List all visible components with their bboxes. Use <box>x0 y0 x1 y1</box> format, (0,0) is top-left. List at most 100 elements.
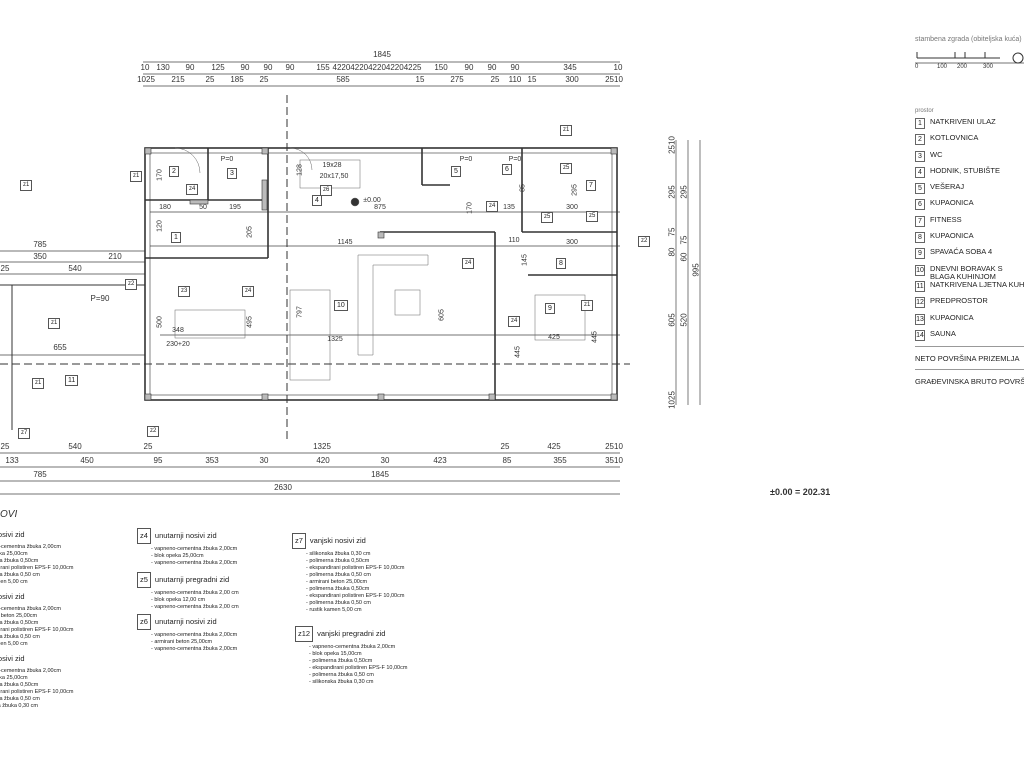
dimension-label: 520 <box>679 313 689 327</box>
walls-legend-heading: OVI <box>0 509 18 520</box>
dimension-label: 30 <box>259 456 269 465</box>
gross-area-label: GRAĐEVINSKA BRUTO POVRŠI <box>915 369 1024 392</box>
wall-type-tag: z5 <box>541 212 554 223</box>
wall-layer-item: - armirani beton 25,00cm <box>151 639 213 645</box>
wall-type-heading: i nosivi zid <box>0 652 73 666</box>
wall-layer-item: - polimerna žbuka 0,50 cm <box>309 672 374 678</box>
scale-tick-label: 100 <box>937 64 948 70</box>
wall-type-tag: z5 <box>560 163 573 174</box>
room-number-tag: 5 <box>451 166 461 177</box>
dimension-label: 585 <box>336 75 350 84</box>
dimension-label: 25 <box>490 75 500 84</box>
dimension-label: 19x28 <box>322 162 342 169</box>
dimension-label: 90 <box>185 63 195 72</box>
dimension-label: 2510 <box>605 442 623 451</box>
room-number-tag: 7 <box>586 180 596 191</box>
dimension-label: 295 <box>571 184 579 196</box>
dimension-label: 133 <box>5 456 19 465</box>
wall-type-tag: z4 <box>242 286 255 297</box>
wall-layer-item: - vapneno-cementna žbuka 2,00cm <box>309 644 396 650</box>
wall-layers-list: - silikonska žbuka 0,30 cm- polimerna žb… <box>306 551 404 614</box>
dimension-label: 90 <box>240 63 250 72</box>
dimension-label: 110 <box>508 75 522 84</box>
legend-room-name: NATKRIVENI ULAZ <box>930 117 996 126</box>
dimension-label: 785 <box>33 240 47 249</box>
dimension-label: 540 <box>68 442 82 451</box>
wall-layer-item: kamen 5,00 cm <box>0 641 28 647</box>
dimension-label: 300 <box>566 239 578 246</box>
dimension-lines <box>0 61 1024 495</box>
wall-type-tag: z4 <box>486 201 499 212</box>
wall-type-tag: z4 <box>508 316 521 327</box>
dimension-label: 185 <box>230 75 244 84</box>
wall-type-tag: z1 <box>20 180 33 191</box>
wall-type-title: unutarnji nosivi zid <box>154 617 217 626</box>
room-number-tag: 10 <box>334 300 348 311</box>
dimension-label: 15 <box>415 75 425 84</box>
wall-layer-item: - rustik kamen 5,00 cm <box>306 607 362 613</box>
dimension-label: 295 <box>667 185 677 199</box>
legend-room-name: KUPAONICA <box>930 231 974 241</box>
wall-type-tag: z7 <box>292 533 306 549</box>
wall-type-title: vanjski nosivi zid <box>309 536 366 545</box>
dimension-label: 445 <box>514 346 522 358</box>
legend-room-name: DNEVNI BORAVAK S BLAGA KUHINJOM <box>930 263 1003 281</box>
wall-type-title: i nosivi zid <box>0 530 25 539</box>
dimension-label: 1845 <box>373 50 391 59</box>
dimension-label: 15 <box>527 75 537 84</box>
legend-room-number: 7 <box>915 215 925 227</box>
scale-tick-label: 200 <box>957 64 968 70</box>
wall-layer-item: - ekspandirani polistiren EPS-F 10,00cm <box>306 565 405 571</box>
dimension-label: 875 <box>374 204 386 211</box>
legend-room-name: VEŠERAJ <box>930 182 965 192</box>
legend-caption: prostor <box>915 108 934 114</box>
wall-layer-item: - polimerna žbuka 0,50 cm <box>306 600 371 606</box>
legend-room-number: 5 <box>915 183 925 195</box>
wall-type-tag: z1 <box>130 171 143 182</box>
dimension-label: 95 <box>153 456 163 465</box>
dimension-label: 1025 <box>667 391 677 409</box>
dimension-label: 90 <box>487 63 497 72</box>
legend-room-number: 13 <box>915 313 925 325</box>
walls <box>0 147 618 430</box>
dimension-label: 350 <box>33 252 47 261</box>
room-number-tag: 6 <box>502 164 512 175</box>
wall-layer-item: - vapneno-cementna žbuka 2,00 cm <box>151 604 239 610</box>
dimension-label: 3510 <box>605 456 623 465</box>
wall-type-tag: z2 <box>638 236 651 247</box>
wall-type-heading: i nosivi zid <box>0 528 73 542</box>
dimension-label: 1145 <box>337 239 353 246</box>
dimension-label: 995 <box>691 263 701 277</box>
legend-room-number: 1 <box>915 118 925 129</box>
dimension-label: 2510 <box>667 136 677 154</box>
wall-type-block: i nosivi zideno-cementna žbuka 2,00cmope… <box>0 528 73 594</box>
wall-type-title: i nosivi zid <box>0 654 25 663</box>
dimension-label: 155 <box>316 63 330 72</box>
wall-layer-item: - polimerna žbuka 0,50cm <box>306 586 370 592</box>
wall-layer-item: - vapneno-cementna žbuka 2,00cm <box>151 546 238 552</box>
wall-layer-item: - vapneno-cementna žbuka 2,00cm <box>151 632 238 638</box>
dimension-label: 128 <box>296 164 304 176</box>
dimension-label: 300 <box>566 204 578 211</box>
wall-layer-item: andirani polistiren EPS-F 10,00cm <box>0 689 74 695</box>
dimension-label: 2510 <box>605 75 623 84</box>
scale-bar <box>916 52 1024 64</box>
dimension-label: 605 <box>667 313 677 327</box>
legend-room-name: SPAVAĆA SOBA 4 <box>930 247 993 257</box>
wall-layer-item: opeka 25,00cm <box>0 551 28 557</box>
dimension-label: P=0 <box>459 156 473 163</box>
dimension-label: 275 <box>450 75 464 84</box>
wall-layer-item: - polimerna žbuka 0,50 cm <box>306 572 371 578</box>
dimension-label: 60 <box>679 252 689 262</box>
wall-type-tag: z4 <box>186 184 199 195</box>
wall-type-tag: z4 <box>462 258 475 269</box>
dimension-label: 1025 <box>137 75 155 84</box>
